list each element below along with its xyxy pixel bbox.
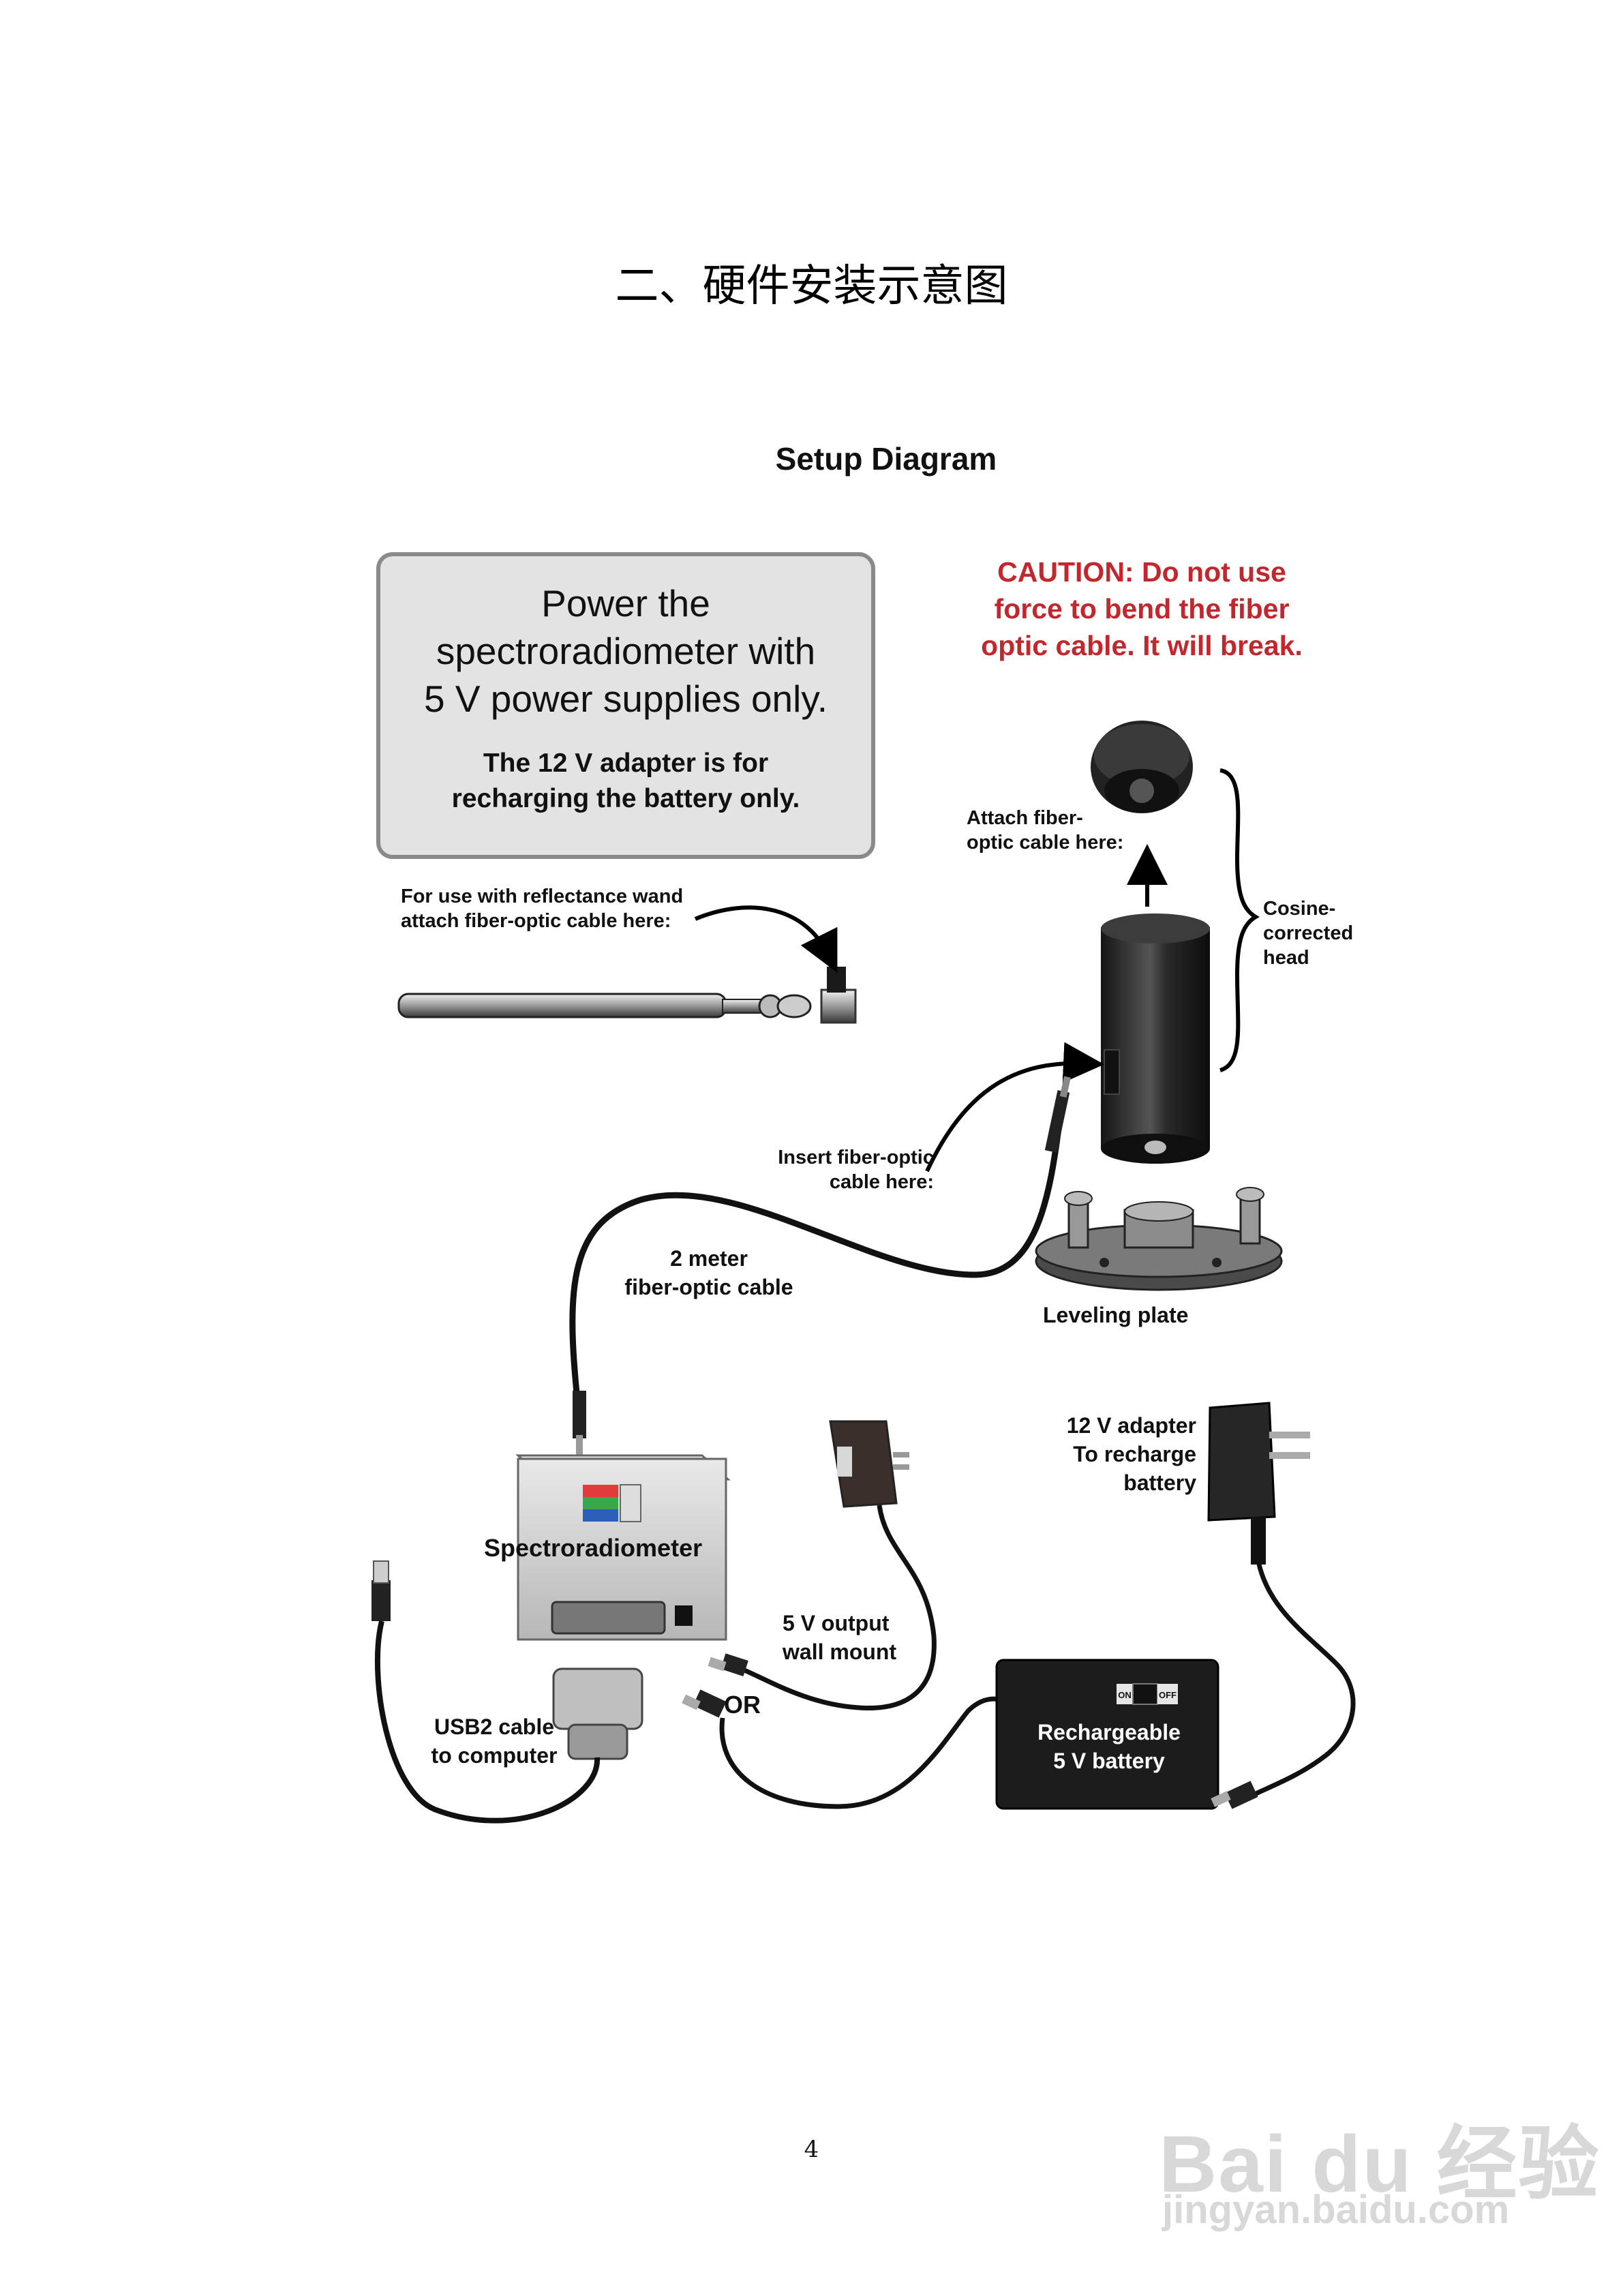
power-line-1: Power the (541, 582, 710, 624)
cosine-label-line-1: Cosine- (1263, 898, 1336, 920)
or-label: OR (724, 1691, 761, 1719)
power-line-3: 5 V power supplies only. (423, 678, 828, 720)
usb-cable (371, 1560, 601, 1824)
fiber-optic-cable (569, 1117, 1063, 1420)
insert-label-line-1: Insert fiber-optic (778, 1147, 934, 1168)
wall-mount-line-2: wall mount (783, 1640, 897, 1664)
spectroradiometer-device (515, 1454, 731, 1641)
wand-label: For use with reflectance wand attach fib… (401, 884, 683, 933)
usb-label-line-2: to computer (431, 1743, 558, 1768)
battery-label: Rechargeable 5 V battery (1010, 1718, 1208, 1775)
baidu-watermark: Bai du 经验 (1159, 2119, 1601, 2209)
battery-label-line-1: Rechargeable (1037, 1720, 1181, 1744)
wand-arrow (694, 905, 838, 973)
cosine-brace (1219, 768, 1260, 1072)
caution-line-3: optic cable. It will break. (981, 630, 1303, 661)
switch-on-label: ON (1118, 1690, 1132, 1700)
power-warning-box: Power the spectroradiometer with 5 V pow… (376, 552, 875, 859)
fiber-cap (1091, 721, 1193, 813)
wall-mount-adapter (708, 1420, 937, 1711)
cable-length-label: 2 meter fiber-optic cable (600, 1244, 818, 1301)
fiber-connector-bottom (573, 1391, 586, 1457)
adapter-label: 12 V adapter To recharge battery (1009, 1411, 1196, 1497)
attach-label-line-2: optic cable here: (967, 832, 1124, 854)
reflectance-wand (397, 967, 857, 1024)
cosine-label-line-2: corrected (1263, 922, 1354, 944)
power-warning-sub: The 12 V adapter is for recharging the b… (380, 746, 871, 817)
leveling-plate-label: Leveling plate (1043, 1303, 1189, 1327)
caution-line-2: force to bend the fiber (994, 593, 1290, 624)
spectroradiometer-label: Spectroradiometer (484, 1534, 703, 1562)
attach-label-line-1: Attach fiber- (967, 807, 1083, 829)
cosine-label: Cosine- corrected head (1263, 896, 1353, 970)
adapter-label-line-3: battery (1123, 1470, 1196, 1495)
cosine-label-line-3: head (1263, 947, 1309, 969)
power-sub-line-1: The 12 V adapter is for (483, 749, 769, 778)
usb-label-line-1: USB2 cable (434, 1715, 555, 1739)
leveling-plate (1035, 1187, 1283, 1291)
page-heading: 二、硬件安装示意图 (615, 261, 1008, 312)
cable-length-line-2: fiber-optic cable (624, 1275, 793, 1299)
insert-arrow (925, 1042, 1104, 1173)
power-warning-main: Power the spectroradiometer with 5 V pow… (380, 579, 871, 723)
caution-note: CAUTION: Do not use force to bend the fi… (951, 554, 1333, 664)
baidu-watermark-url: jingyan.baidu.com (1162, 2188, 1510, 2232)
wand-label-line-1: For use with reflectance wand (401, 886, 684, 907)
db-connector (552, 1667, 643, 1760)
adapter-label-line-1: 12 V adapter (1066, 1413, 1196, 1438)
fiber-connector-top (1044, 1076, 1071, 1153)
switch-off-label: OFF (1159, 1690, 1177, 1700)
rechargeable-battery (995, 1659, 1219, 1810)
power-line-2: spectroradiometer with (436, 630, 816, 672)
power-sub-line-2: recharging the battery only. (451, 784, 800, 813)
wall-mount-label: 5 V output wall mount (783, 1609, 896, 1666)
insert-label-line-2: cable here: (829, 1171, 934, 1193)
wall-mount-line-1: 5 V output (783, 1611, 890, 1635)
adapter-label-line-2: To recharge (1073, 1442, 1196, 1466)
cable-length-line-1: 2 meter (670, 1246, 748, 1271)
battery-plug (682, 1689, 1003, 1809)
twelve-volt-adapter (1207, 1402, 1356, 1809)
setup-diagram-title: Setup Diagram (775, 441, 997, 477)
cosine-head (1101, 913, 1210, 1164)
page-number: 4 (804, 2136, 819, 2163)
wand-label-line-2: attach fiber-optic cable here: (401, 910, 671, 932)
insert-label: Insert fiber-optic cable here: (763, 1145, 934, 1194)
usb-label: USB2 cable to computer (423, 1712, 566, 1770)
attach-label: Attach fiber- optic cable here: (967, 806, 1123, 855)
caution-line-1: CAUTION: Do not use (997, 556, 1286, 588)
battery-label-line-2: 5 V battery (1053, 1749, 1165, 1773)
